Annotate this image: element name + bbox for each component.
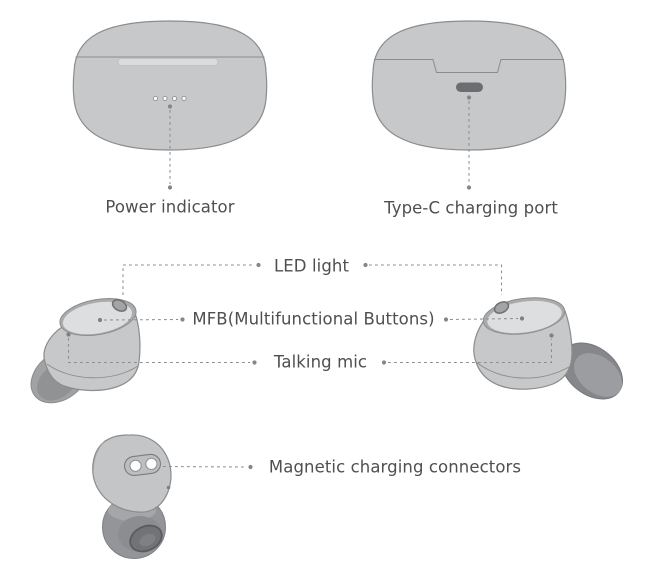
mfb-label: MFB(Multifunctional Buttons) bbox=[192, 309, 435, 329]
earbud-left-mic-dot bbox=[66, 332, 71, 337]
connector-dots bbox=[167, 95, 472, 470]
earbud-bottom-eartip bbox=[102, 495, 166, 559]
magnetic-connectors-label: Magnetic charging connectors bbox=[268, 457, 522, 477]
earbud-left-mfb-dot bbox=[97, 317, 103, 323]
charging-case-front bbox=[72, 20, 268, 151]
typec-port bbox=[456, 82, 483, 92]
led-light-label: LED light bbox=[273, 256, 350, 276]
mic-line-right bbox=[388, 339, 553, 364]
earbud-right-led bbox=[493, 301, 510, 314]
case-back-lid-seam bbox=[374, 59, 564, 73]
mic-line-left bbox=[67, 338, 250, 364]
earbud-right-eartip bbox=[561, 342, 623, 400]
case-front-lid-highlight bbox=[117, 58, 219, 66]
mfb-line-left bbox=[103, 318, 179, 321]
earbud-left-seam bbox=[46, 363, 139, 379]
earbud-bottom bbox=[92, 434, 172, 559]
led-line-right bbox=[369, 264, 503, 295]
mfb-line-right bbox=[449, 317, 519, 321]
connector-lines bbox=[67, 101, 553, 468]
earbud-left bbox=[30, 298, 141, 404]
magnetic-line bbox=[162, 465, 247, 468]
led-line-left bbox=[122, 264, 254, 295]
earbud-left-touch-face bbox=[62, 301, 133, 335]
earbud-right-mfb-dot bbox=[519, 316, 525, 321]
power-indicator-label: Power indicator bbox=[105, 197, 235, 217]
earbud-right bbox=[473, 297, 623, 400]
earbud-right-seam bbox=[475, 361, 570, 379]
earbud-right-mic-dot bbox=[549, 333, 554, 338]
talking-mic-label: Talking mic bbox=[273, 352, 368, 372]
typec-port-label: Type-C charging port bbox=[384, 198, 558, 218]
charging-case-back bbox=[371, 20, 567, 151]
earbud-bottom-edge-line bbox=[93, 439, 106, 471]
magnetic-connectors bbox=[124, 453, 161, 477]
case-front-body bbox=[72, 20, 268, 151]
earbud-bottom-mic-hole bbox=[166, 485, 171, 490]
power-indicator-leds bbox=[152, 95, 187, 102]
earbud-left-led bbox=[111, 299, 128, 312]
